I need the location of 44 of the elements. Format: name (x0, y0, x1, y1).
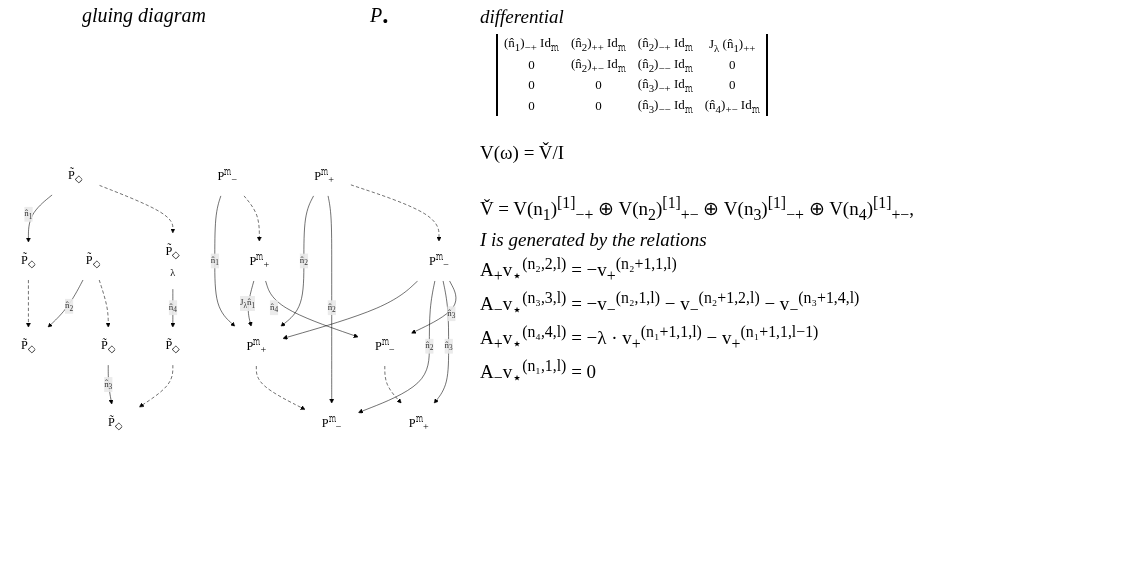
matrix-entry: 0 (698, 75, 767, 96)
node-text: P̃$_{◇}$ (165, 243, 181, 260)
node-label: λ (170, 266, 176, 278)
matrix-entry: (n̂$_{3}$)$_{−−}$ Id$_{𝚖}$ (636, 95, 694, 117)
equation: A$_{−}$v$_{⋆}$$^{(n₁,1,l)}$ = 0 (480, 356, 598, 387)
edge-label: J$_{λ}$n̂$_{1}$ (239, 297, 256, 310)
edge-label: n̂$_{4}$ (269, 301, 279, 314)
matrix-entry: 0 (497, 54, 565, 76)
edge-label: n̂$_{2}$ (327, 301, 336, 314)
matrix-entry: 0 (594, 97, 603, 116)
edge-label: n̂$_{2}$ (425, 340, 434, 353)
equation: V(ω) = V̌/I (480, 142, 566, 165)
matrix-entry: (n̂$_{4}$)$_{+−}$ Id$_{𝚖}$ (698, 95, 767, 117)
matrix-entry: 0 (497, 95, 565, 117)
edge-label: n̂$_{3}$ (104, 378, 113, 391)
section-heading: differential (480, 6, 565, 28)
matrix-entry: 0 (497, 75, 565, 96)
matrix-entry: 0 (698, 54, 767, 76)
edge-label: n̂$_{1}$ (24, 208, 33, 221)
matrix-entry: 0 (594, 76, 603, 95)
edge-label: n̂$_{2}$ (299, 255, 308, 267)
diagram-heading: P$_{•}$ (369, 4, 388, 32)
matrix-entry: (n̂$_{1}$)$_{−+}$ Id$_{𝚖}$ (497, 34, 565, 55)
edge-label: n̂$_{4}$ (168, 301, 177, 314)
edge-label: n̂$_{2}$ (65, 300, 74, 313)
matrix-entry: J$_{λ}$ (n̂$_{1}$)$_{++}$ (698, 34, 767, 55)
node-text: P̃$_{◇}$ (107, 414, 123, 432)
equation: V̌ = V(n$_{1}$)$^{[1]}$$_{−+}$ ⊕ V(n$_{2}$)$^{[1]}$$_{+−}$ ⊕ V(n$_{3}$)$^{[1]}$$_{−+}$ ⊕ V(n$_{4}$)$^{[1]}$$_{+−}$, (480, 194, 916, 225)
matrix-entry: (n̂$_{3}$)$_{−+}$ Id$_{𝚖}$ (636, 75, 694, 96)
matrix-entry: (n̂$_{2}$)$_{+−}$ Id$_{𝚖}$ (569, 54, 627, 76)
equation: I is generated by the relations (480, 228, 708, 251)
node-text: P̃$_{◇}$ (85, 252, 101, 270)
node-text: P̃$_{◇}$ (21, 252, 36, 270)
edge-label: n̂$_{3}$ (447, 307, 456, 320)
node-text: P̃$_{◇}$ (100, 337, 116, 355)
matrix-entry: (n̂$_{2}$)$_{++}$ Id$_{𝚖}$ (569, 34, 627, 55)
matrix-entry: (n̂$_{2}$)$_{−+}$ Id$_{𝚖}$ (636, 34, 694, 55)
edge-label: n̂$_{1}$ (210, 255, 219, 267)
node-text: P̃$_{◇}$ (68, 167, 83, 184)
node-text: P̃$_{◇}$ (21, 337, 36, 355)
diagram-heading: gluing diagram (82, 4, 206, 29)
edge-label: n̂$_{3}$ (444, 340, 453, 353)
matrix-entry: (n̂$_{2}$)$_{−−}$ Id$_{𝚖}$ (636, 54, 694, 76)
node-text: P̃$_{◇}$ (165, 337, 181, 355)
